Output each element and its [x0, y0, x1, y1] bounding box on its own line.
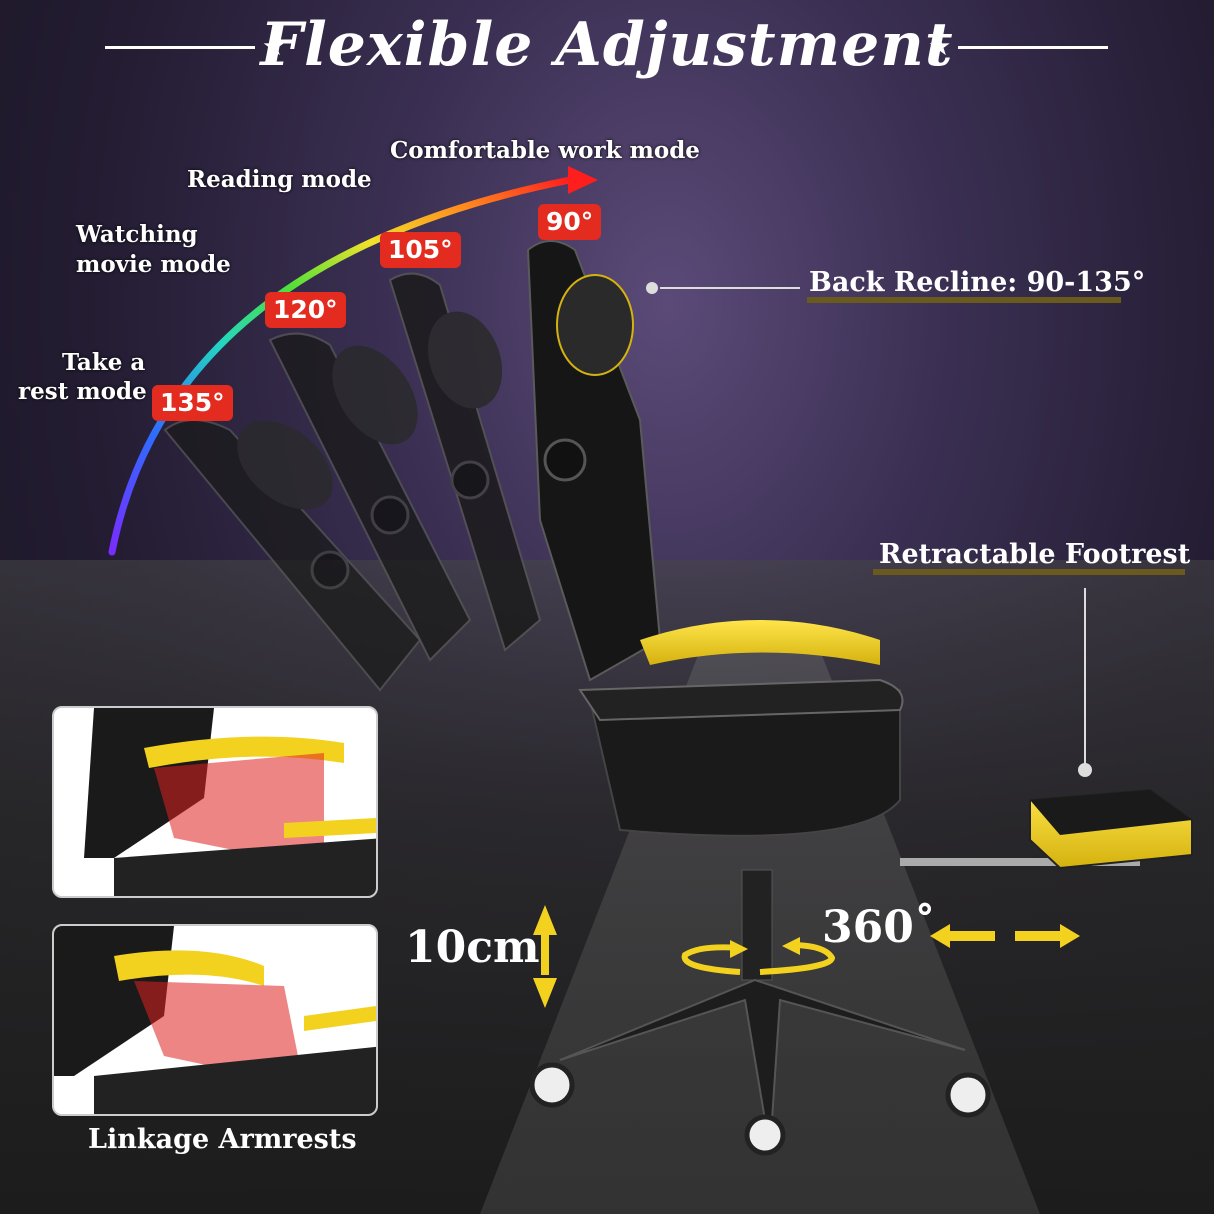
mode-watching-label-line2: movie mode	[76, 251, 231, 278]
chair-backrest-120	[268, 332, 472, 662]
page-title: Flexible Adjustment	[260, 10, 954, 80]
angle-badge-135: 135°	[152, 385, 233, 421]
slide-arrow-icon	[930, 924, 1080, 948]
chair-backrest-105	[388, 272, 542, 652]
title-row: ★ Flexible Adjustment ★	[0, 0, 1214, 100]
footrest-underline	[873, 569, 1185, 575]
armrests-caption: Linkage Armrests	[88, 1124, 357, 1155]
chair-main	[526, 240, 1193, 1156]
mode-reading-label: Reading mode	[187, 166, 372, 193]
angle-badge-90: 90°	[538, 204, 602, 240]
title-line-left	[105, 46, 255, 49]
mode-rest-label-line2: rest mode	[18, 378, 147, 405]
chair-backrest-135	[163, 419, 422, 692]
armrest-inset-1	[52, 706, 378, 898]
recline-label: Back Recline: 90-135°	[809, 267, 1146, 298]
rotation-label: 360˚	[822, 902, 936, 953]
armrest-photo-2	[54, 926, 376, 1114]
title-line-right	[958, 46, 1108, 49]
mode-work-label: Comfortable work mode	[390, 137, 700, 164]
rotate-arrow-icon	[681, 942, 836, 975]
mode-rest-label-line1: Take a	[62, 349, 146, 376]
mode-watching-label-line1: Watching	[76, 221, 198, 248]
angle-badge-105: 105°	[380, 232, 461, 268]
height-arrow-icon	[533, 905, 557, 1008]
angle-badge-120: 120°	[265, 292, 346, 328]
height-label: 10cm	[405, 922, 540, 973]
armrest-inset-2	[52, 924, 378, 1116]
recline-arrow	[568, 166, 598, 194]
star-icon: ★	[928, 32, 952, 62]
star-icon: ★	[262, 32, 286, 62]
armrest-photo-1	[54, 708, 376, 896]
recline-underline	[807, 297, 1121, 303]
footrest-label: Retractable Footrest	[879, 539, 1191, 570]
